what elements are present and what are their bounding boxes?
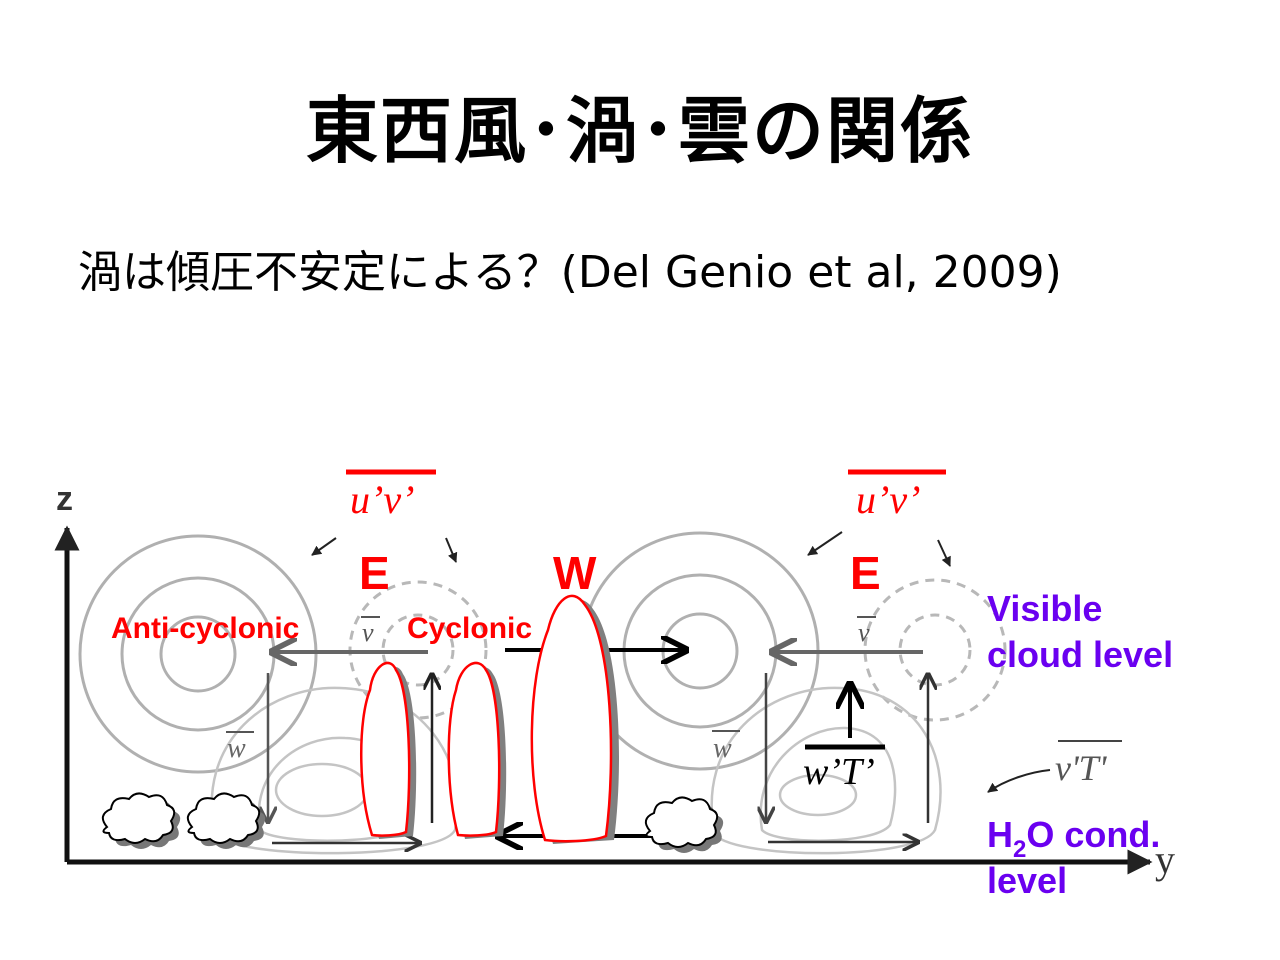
flux-pointer-arrows	[311, 531, 1051, 793]
svg-text:v: v	[858, 618, 870, 647]
vbar-left: v	[361, 616, 380, 647]
svg-text:u’v’: u’v’	[350, 477, 414, 522]
y-axis-label: y	[1155, 837, 1175, 882]
vbar-right: v	[857, 616, 876, 647]
right-circulation-arrows	[766, 652, 928, 842]
jet-label-east-right: E	[850, 547, 881, 599]
svg-text:u’v’: u’v’	[856, 477, 920, 522]
convective-clouds	[359, 594, 620, 844]
heat-flux-vT: v'T'	[1055, 740, 1122, 788]
cyclonic-label: Cyclonic	[407, 612, 532, 645]
axes: z y	[54, 480, 1175, 882]
heat-flux-wT: w’T’	[803, 744, 885, 793]
right-lower-contours	[710, 686, 942, 855]
jet-label-east-left: E	[359, 547, 390, 599]
anticyclonic-label: Anti-cyclonic	[111, 612, 299, 645]
left-circulation-arrows	[268, 652, 432, 843]
jet-label-west: W	[553, 547, 597, 599]
slide-title: 東西風･渦･雲の関係	[305, 89, 974, 173]
svg-text:w’T’: w’T’	[803, 751, 875, 793]
h2o-cond-level-line2: level	[987, 860, 1067, 901]
slide-subtitle: 渦は傾圧不安定による？(Del Genio et al, 2009)	[78, 247, 1062, 298]
h2o-cond-level-line1: H2O cond.	[987, 814, 1160, 863]
visible-cloud-level-line1: Visible	[987, 588, 1102, 629]
svg-text:w: w	[227, 733, 246, 764]
flux-uv-right: u’v’	[848, 469, 946, 522]
svg-text:w: w	[713, 733, 732, 764]
flux-uv-left: u’v’	[346, 469, 436, 522]
wbar-left: w	[226, 731, 254, 764]
svg-text:v'T': v'T'	[1055, 748, 1108, 788]
z-axis-label: z	[56, 480, 73, 518]
visible-cloud-level-line2: cloud level	[987, 634, 1173, 675]
wbar-right: w	[712, 730, 740, 764]
svg-text:v: v	[362, 618, 374, 647]
